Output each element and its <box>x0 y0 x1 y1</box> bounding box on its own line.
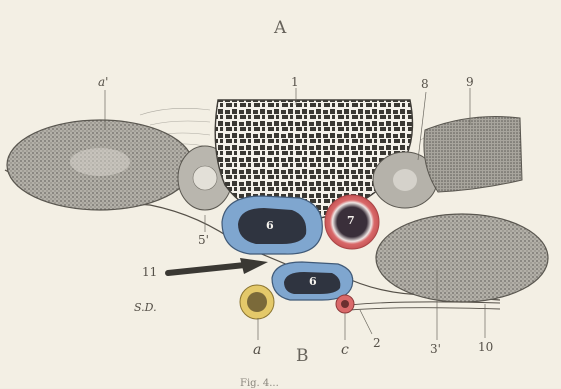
label-a: a <box>253 343 261 357</box>
label-10: 10 <box>478 341 493 353</box>
label-3-prime: 3' <box>430 343 441 355</box>
label-7: 7 <box>347 215 355 226</box>
label-c: c <box>341 343 349 357</box>
label-6-lower: 6 <box>309 276 317 287</box>
label-1: 1 <box>291 76 299 88</box>
membrane-lines <box>350 302 500 310</box>
section-label-A: A <box>274 20 286 37</box>
muscle-9 <box>424 117 522 193</box>
label-8: 8 <box>421 78 429 90</box>
label-5-prime: 5' <box>198 234 209 246</box>
label-2: 2 <box>373 337 381 349</box>
author-initials: S.D. <box>134 302 157 313</box>
label-a-prime: a' <box>98 76 108 88</box>
label-6-upper: 6 <box>266 220 274 231</box>
label-9: 9 <box>466 76 474 88</box>
oval-3-prime <box>376 214 548 302</box>
label-11: 11 <box>142 266 157 278</box>
section-label-B: B <box>296 348 309 365</box>
arrow-11 <box>168 258 268 274</box>
